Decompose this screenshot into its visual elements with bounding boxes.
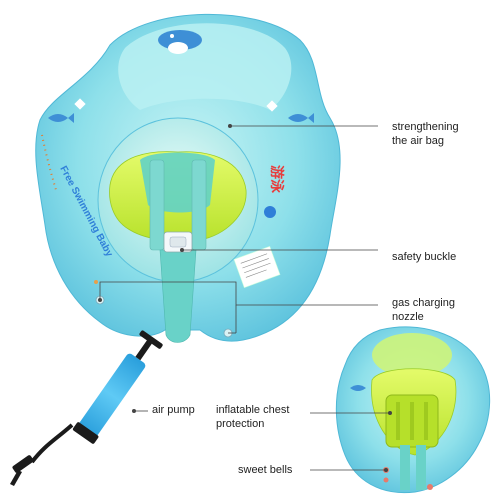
label-sweet-bells: sweet bells [238, 464, 293, 476]
pump-barrel [78, 353, 146, 437]
label-strengthening-air-bag: strengthening the air bag [392, 121, 459, 147]
pump-foot [12, 455, 34, 473]
strap-right [191, 159, 207, 251]
pump-handle [139, 330, 163, 349]
nozzle-side [94, 280, 98, 284]
leader-lines [98, 124, 392, 472]
secondary-float-top [372, 333, 452, 377]
instruction-label-sticker [233, 246, 281, 288]
fish-decoration-left-icon [48, 113, 74, 123]
brand-mark: 游泳 [264, 165, 285, 218]
label-gas-charging-nozzle: gas charging nozzle [392, 297, 455, 323]
strap-left [149, 159, 165, 251]
strap-crotch [159, 249, 197, 343]
brand-mark-text: 游泳 [268, 165, 285, 194]
pump-hose [30, 423, 74, 464]
secondary-float-view [335, 326, 491, 494]
pump-rod [135, 338, 153, 361]
main-swim-float: 游泳 Free Swimming Baby [35, 13, 341, 343]
pump-end-cap [72, 422, 99, 444]
dolphin-emblem-icon [158, 30, 202, 54]
label-safety-buckle: safety buckle [392, 251, 457, 263]
air-pump-illustration [10, 330, 163, 486]
label-inflatable-chest-protection: inflatable chest protection [216, 404, 290, 430]
label-air-pump: air pump [152, 404, 195, 416]
secondary-fish-icon [350, 385, 366, 391]
fish-decoration-right-icon [288, 113, 314, 123]
sweet-bell-right-icon [427, 484, 433, 490]
float-top-lobe [118, 23, 292, 110]
